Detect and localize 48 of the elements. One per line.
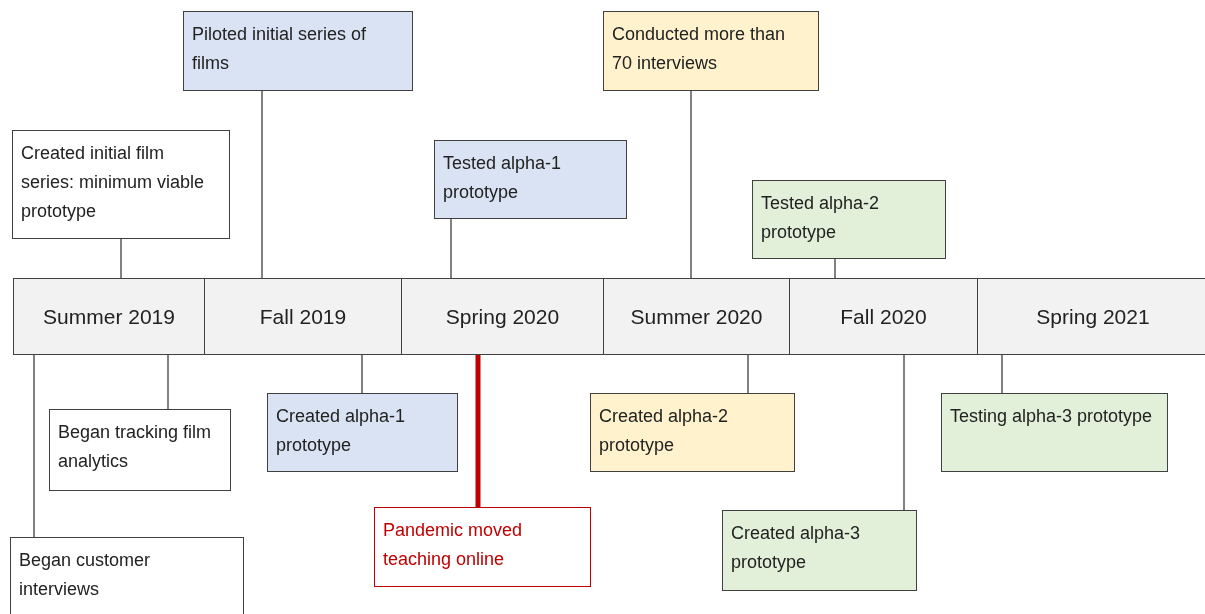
event-text: Tested alpha-1 prototype (443, 153, 562, 202)
period-label: Spring 2021 (1036, 304, 1150, 329)
connector-line (690, 90, 692, 279)
connector-line (1001, 354, 1003, 394)
event-text: Piloted initial series of films (192, 24, 367, 73)
timeline-segment (204, 278, 402, 355)
event-text: Testing alpha-3 prototype (950, 406, 1153, 426)
event-box (49, 409, 231, 491)
connector-line (903, 354, 905, 511)
event-box (590, 393, 795, 472)
event-box (434, 140, 627, 219)
event-text: Conducted more than 70 interviews (612, 24, 786, 73)
connector-line (475, 355, 481, 507)
event-box (183, 11, 413, 91)
event-box (10, 537, 244, 614)
event-text: Began tracking film analytics (58, 422, 212, 471)
timeline-segment (401, 278, 604, 355)
timeline-segment (603, 278, 790, 355)
event-box (267, 393, 458, 472)
event-box (12, 130, 230, 239)
event-box (941, 393, 1168, 472)
event-box (722, 510, 917, 591)
event-text: Created initial film series: minimum viable prototype (21, 143, 205, 221)
event-box (752, 180, 946, 259)
timeline-segment (13, 278, 205, 355)
connector-line (167, 354, 169, 410)
period-label: Summer 2020 (630, 304, 763, 329)
event-text: Created alpha-1 prototype (276, 406, 406, 455)
event-text: Created alpha-2 prototype (599, 406, 729, 455)
timeline-segment (977, 278, 1205, 355)
event-text: Pandemic moved teaching online (383, 520, 523, 569)
period-label: Summer 2019 (43, 304, 175, 329)
connector-line (450, 218, 452, 279)
event-text: Tested alpha-2 prototype (761, 193, 880, 242)
connector-line (834, 258, 836, 279)
connector-line (120, 238, 122, 279)
connector-line (261, 90, 263, 279)
event-box (603, 11, 819, 91)
connector-line (361, 354, 363, 394)
connector-line (33, 354, 35, 538)
period-label: Fall 2019 (259, 304, 347, 329)
period-label: Fall 2020 (840, 304, 927, 329)
period-label: Spring 2020 (445, 304, 560, 329)
event-text: Created alpha-3 prototype (731, 523, 861, 572)
timeline-segment (789, 278, 978, 355)
event-text: Began customer interviews (19, 550, 151, 599)
connector-line (747, 354, 749, 394)
event-box (374, 507, 591, 587)
